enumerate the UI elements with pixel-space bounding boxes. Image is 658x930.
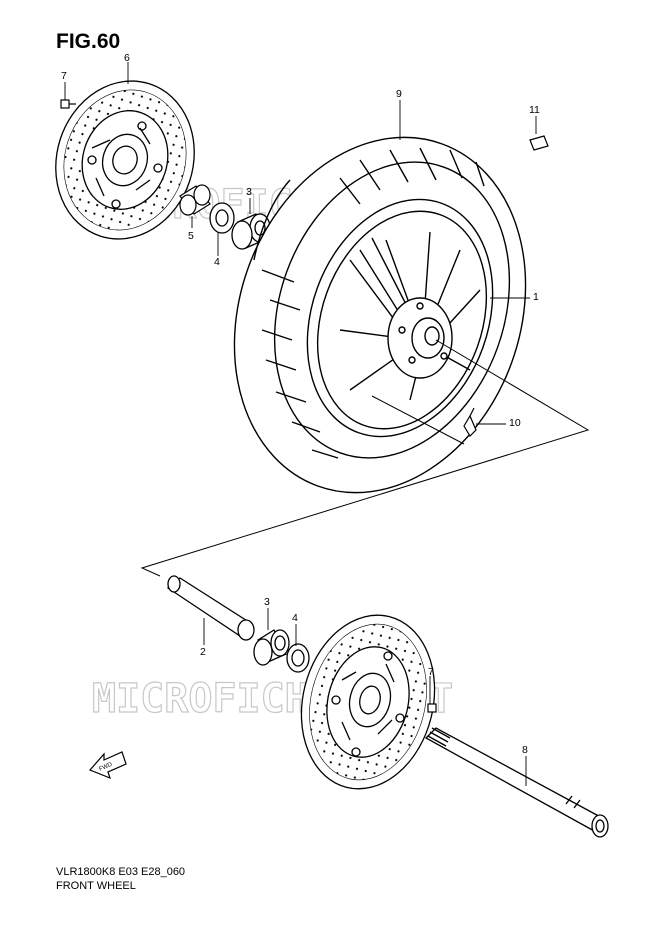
front-wheel-assembly [233,136,527,494]
callout-4-bottom: 4 [292,612,298,624]
spacer-5 [179,184,211,216]
disc-bolt-lower [427,703,437,713]
bearing-lower [253,629,290,666]
bearing-upper [231,213,271,250]
callout-5: 5 [188,230,194,242]
callout-1: 1 [533,291,539,303]
footer-assembly-name: FRONT WHEEL [56,880,136,892]
brake-disc-upper [55,80,195,240]
balancer-weight [529,135,549,151]
front-axle [424,727,609,838]
callout-3-bottom: 3 [264,596,270,608]
brake-disc-lower [300,614,436,790]
callout-11: 11 [529,104,540,116]
callout-2: 2 [200,646,206,658]
callout-4-top: 4 [214,256,220,268]
callout-leaders [64,62,537,786]
callout-10: 10 [509,417,521,429]
callout-7-bottom: 7 [428,666,434,678]
oil-seal-upper [209,202,235,234]
callout-8: 8 [522,744,528,756]
fwd-label: FWD [98,762,114,773]
tire-valve [463,407,477,437]
axle-sleeve [166,575,255,641]
callout-9: 9 [396,88,402,100]
footer-model-code: VLR1800K8 E03 E28_060 [56,866,186,878]
oil-seal-lower [286,643,310,673]
callout-3-top: 3 [246,186,252,198]
disc-bolt-upper [60,99,76,109]
callout-6: 6 [124,52,130,64]
callout-7-top: 7 [61,70,67,82]
fwd-arrow-icon: FWD [88,751,127,780]
figure-title: FIG.60 [56,30,121,53]
